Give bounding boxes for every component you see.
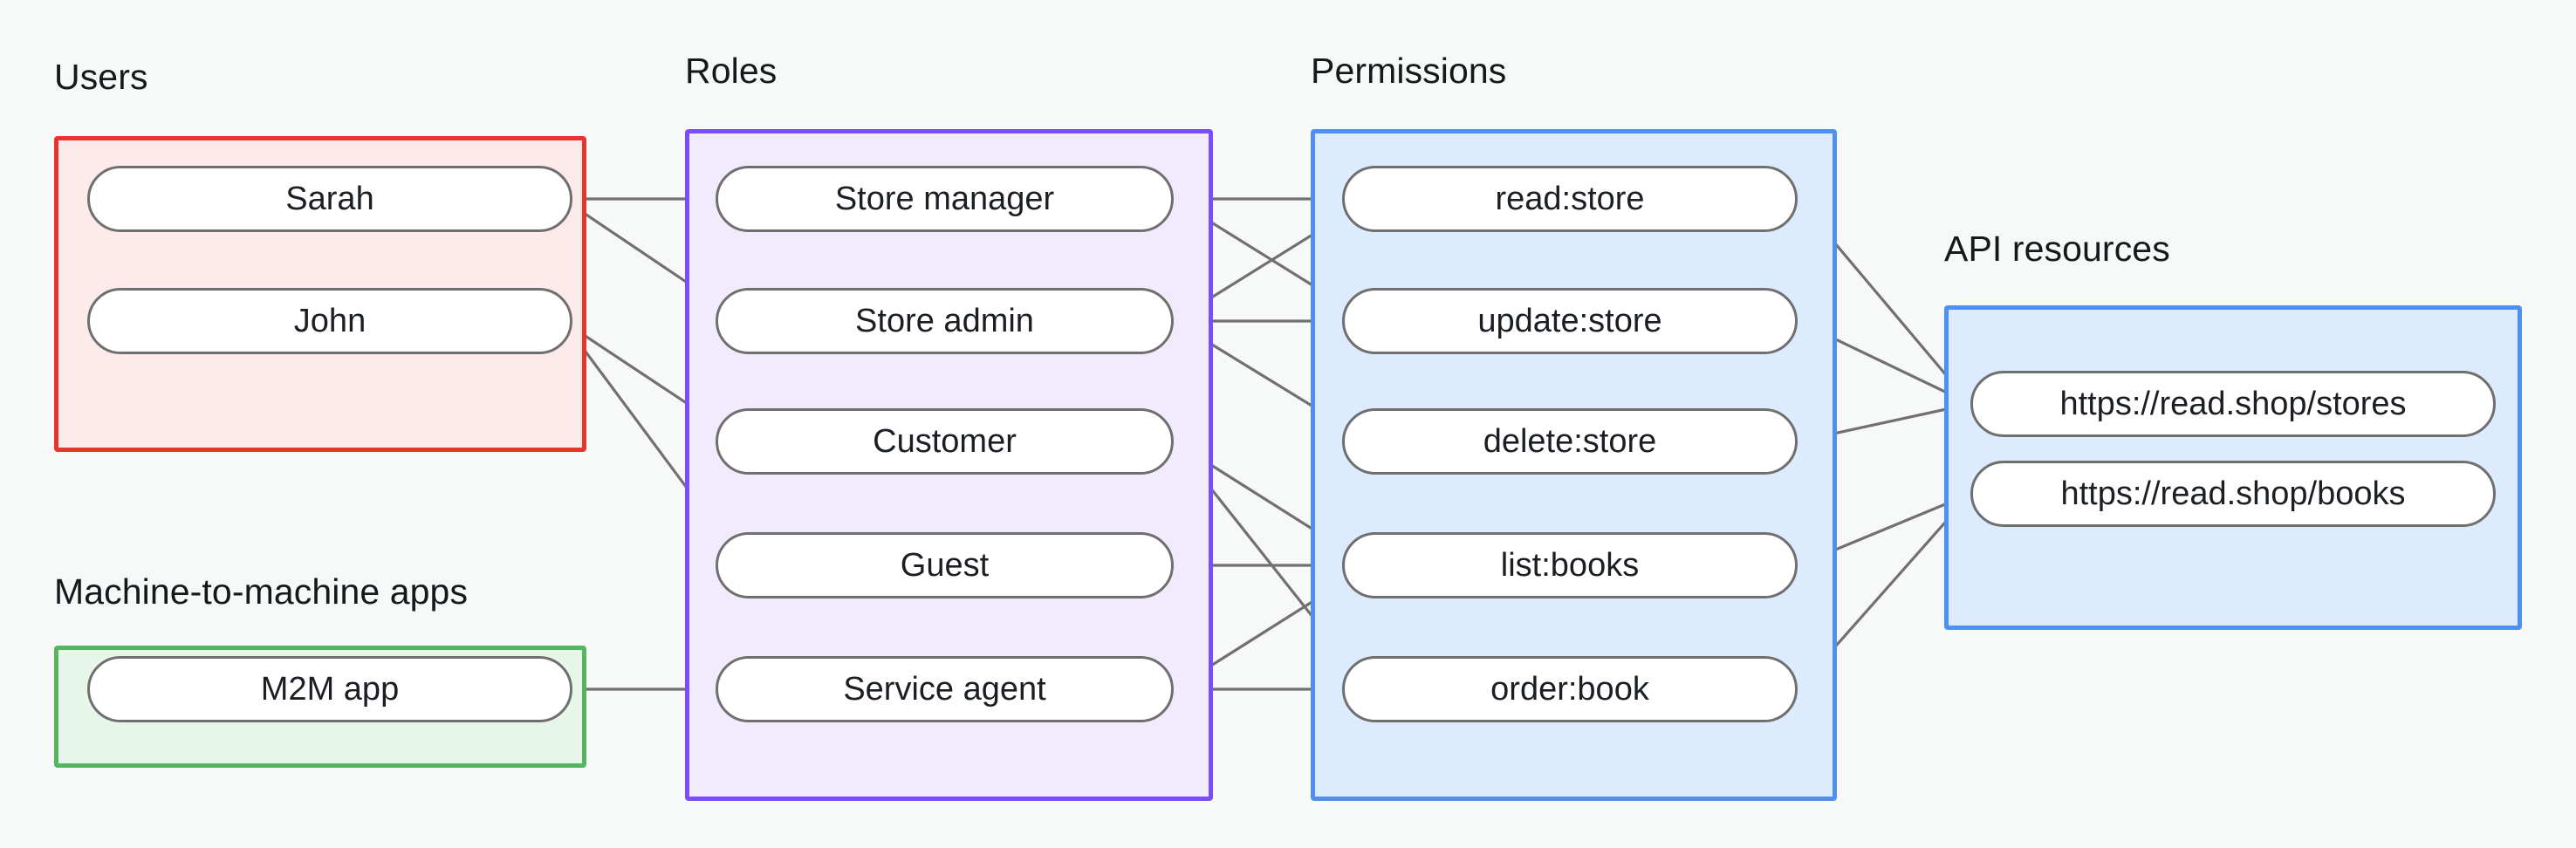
node-role-guest[interactable]: Guest <box>716 532 1174 598</box>
node-label: Store manager <box>834 180 1055 217</box>
node-permission-delete-store[interactable]: delete:store <box>1342 408 1798 475</box>
node-label: list:books <box>1500 546 1640 584</box>
node-api-resource-stores[interactable]: https://read.shop/stores <box>1970 371 2496 437</box>
node-label: https://read.shop/stores <box>2059 385 2407 422</box>
node-api-resource-books[interactable]: https://read.shop/books <box>1970 461 2496 527</box>
node-role-store-admin[interactable]: Store admin <box>716 288 1174 354</box>
node-label: John <box>293 302 367 339</box>
node-role-customer[interactable]: Customer <box>716 408 1174 475</box>
node-label: M2M app <box>260 670 400 708</box>
node-role-service-agent[interactable]: Service agent <box>716 656 1174 722</box>
node-user-john[interactable]: John <box>87 288 572 354</box>
node-permission-order-book[interactable]: order:book <box>1342 656 1798 722</box>
node-permission-read-store[interactable]: read:store <box>1342 166 1798 232</box>
node-label: Sarah <box>285 180 374 217</box>
node-user-sarah[interactable]: Sarah <box>87 166 572 232</box>
group-title-m2m: Machine-to-machine apps <box>54 571 469 612</box>
node-label: Guest <box>900 546 990 584</box>
node-label: update:store <box>1477 302 1662 339</box>
node-label: Customer <box>873 422 1017 460</box>
node-label: read:store <box>1495 180 1645 217</box>
node-label: order:book <box>1490 670 1649 708</box>
node-label: https://read.shop/books <box>2060 475 2406 512</box>
group-title-roles: Roles <box>685 51 778 91</box>
node-role-store-manager[interactable]: Store manager <box>716 166 1174 232</box>
node-label: Store admin <box>855 302 1034 339</box>
node-label: delete:store <box>1483 422 1657 460</box>
node-m2m-app[interactable]: M2M app <box>87 656 572 722</box>
node-label: Service agent <box>843 670 1046 708</box>
node-permission-list-books[interactable]: list:books <box>1342 532 1798 598</box>
group-title-api-resources: API resources <box>1944 229 2170 269</box>
group-title-users: Users <box>54 57 148 97</box>
group-title-permissions: Permissions <box>1311 51 1507 91</box>
node-permission-update-store[interactable]: update:store <box>1342 288 1798 354</box>
